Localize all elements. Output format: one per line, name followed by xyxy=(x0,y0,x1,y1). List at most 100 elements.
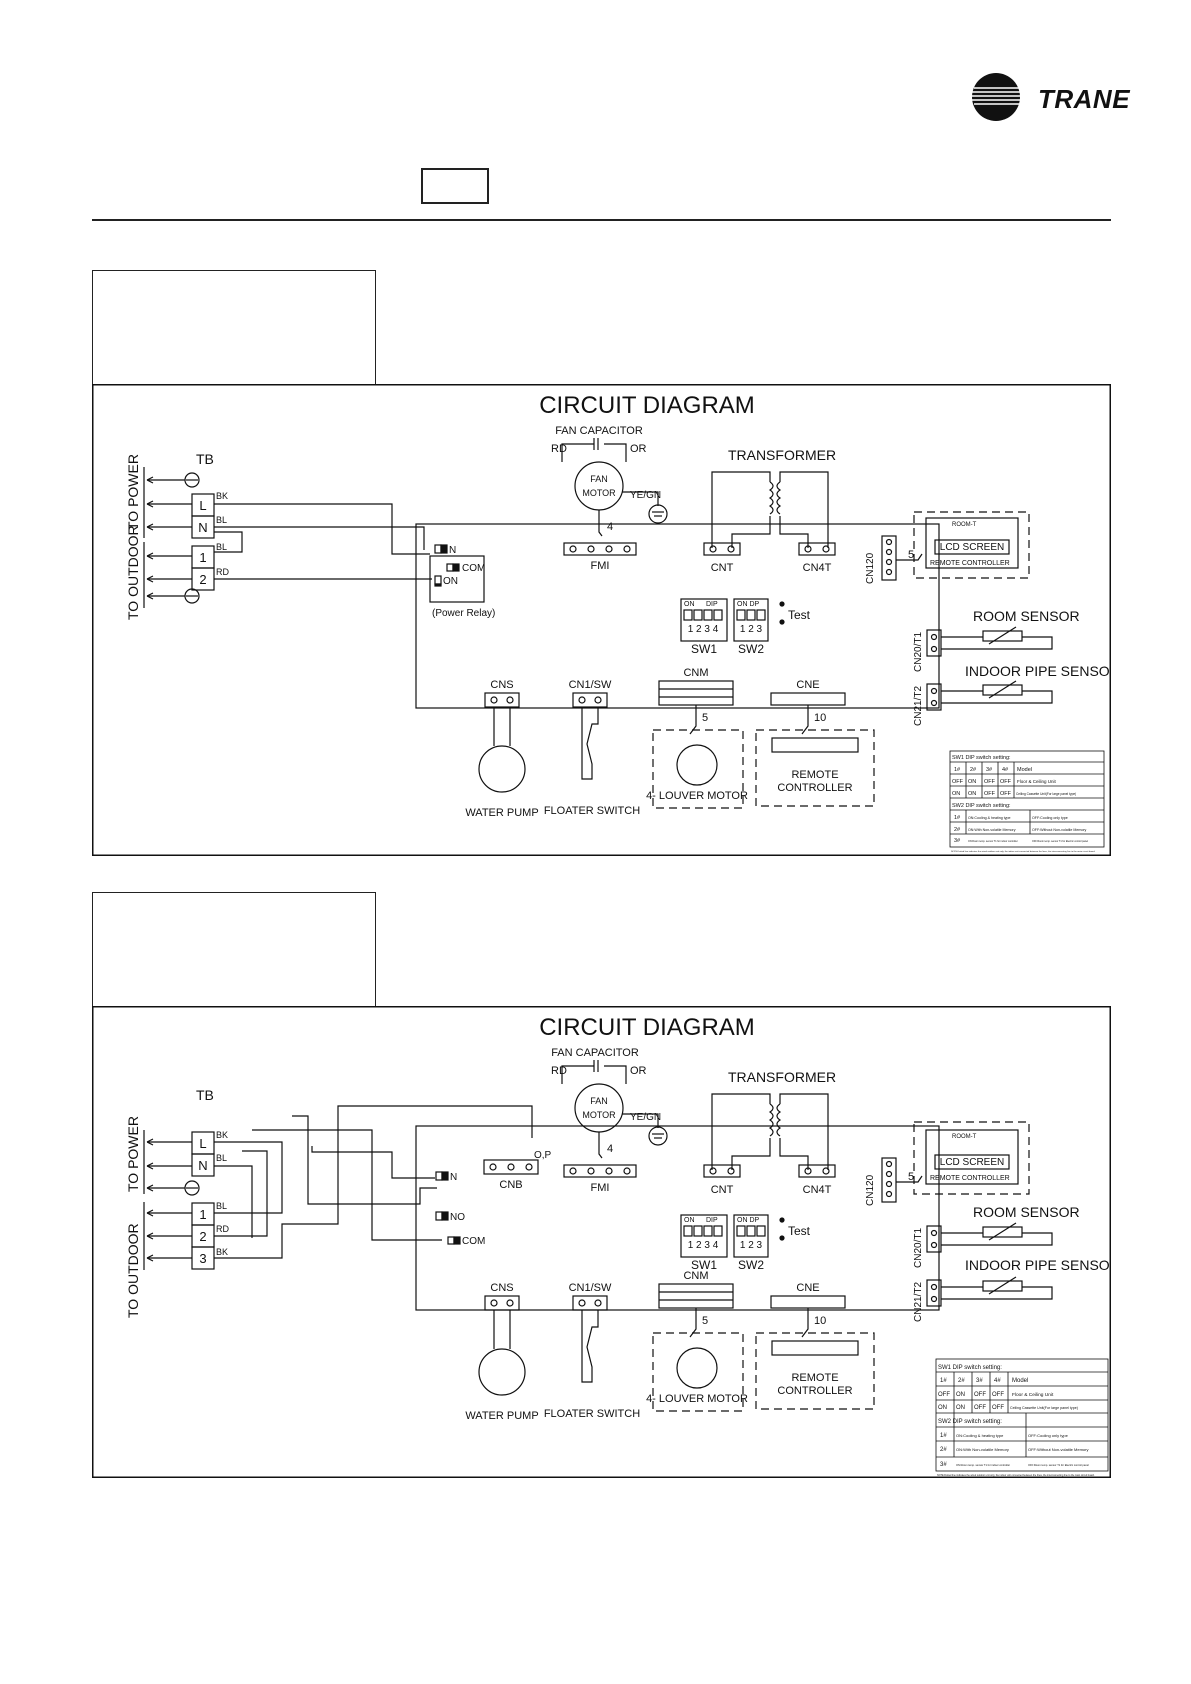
cn120-count: 5 xyxy=(908,1171,914,1183)
ground-wire xyxy=(622,1113,659,1128)
wire-label: BL xyxy=(216,1201,227,1211)
floater-switch-icon xyxy=(581,707,599,780)
test-label: Test xyxy=(788,608,811,622)
transformer-label: TRANSFORMER xyxy=(728,447,836,463)
pipe-sensor-icon xyxy=(982,684,1023,696)
lcd-panel-dashed xyxy=(913,511,1030,579)
cns-connector xyxy=(484,1295,520,1311)
power-relay-label: (Power Relay) xyxy=(432,608,495,619)
indoor-pipe-sensor-label: INDOOR PIPE SENSOR xyxy=(965,1257,1111,1273)
test-label: Test xyxy=(788,1224,811,1238)
table-cell: 1# xyxy=(954,815,961,821)
com-label: COM xyxy=(462,563,485,574)
table-cell: OFF xyxy=(952,779,964,785)
terminal-1: 1 xyxy=(199,1207,206,1222)
ground-icon xyxy=(648,1126,668,1146)
pcb-board xyxy=(415,523,940,709)
wire-bl-jumper xyxy=(214,531,243,553)
table-cell: OFF xyxy=(984,791,996,797)
table-cell: OFF xyxy=(992,1392,1004,1398)
table-cell: OFF xyxy=(984,779,996,785)
table-note: NOTE:Dotted line indicates the wired out… xyxy=(937,1474,1095,1477)
to-outdoor-label: TO OUTDOOR xyxy=(125,1223,141,1318)
water-pump-label: WATER PUMP xyxy=(465,807,538,819)
diagram-frame xyxy=(92,1006,1111,1478)
no-connector-label: NO xyxy=(450,1212,465,1223)
transformer-label: TRANSFORMER xyxy=(728,1069,836,1085)
cn120-label: CN120 xyxy=(865,1174,876,1206)
sw2-label: SW2 xyxy=(738,642,764,656)
transformer-primary-wire xyxy=(711,471,771,548)
terminal-arrows xyxy=(146,1138,192,1262)
cne-label: CNE xyxy=(796,679,819,691)
fmi-connector xyxy=(563,1164,637,1178)
dip-setting-table xyxy=(949,750,1105,848)
capacitor-wire xyxy=(561,443,627,462)
sw1-numbers: 1 2 3 4 xyxy=(688,624,719,635)
wire-rd-label: RD xyxy=(551,443,567,455)
motor-label: MOTOR xyxy=(582,488,616,498)
cne-count: 10 xyxy=(814,712,826,724)
wire-bk xyxy=(214,503,430,555)
yegn-label: YE/GN xyxy=(630,1112,661,1123)
cn1sw-label: CN1/SW xyxy=(569,1282,612,1294)
sw2-dip-switch xyxy=(733,1214,769,1258)
cn20-label: CN20/T1 xyxy=(913,1228,924,1268)
diagram-frame xyxy=(92,384,1111,856)
lcd-panel xyxy=(925,1129,1019,1185)
terminal-l: L xyxy=(199,498,206,513)
sw2-dip-switch xyxy=(733,598,769,642)
op-label: O,P xyxy=(534,1150,552,1161)
fmi-connector xyxy=(563,542,637,556)
table-cell: ON xyxy=(938,1405,947,1411)
sw1-dip-switch xyxy=(680,598,728,642)
table-cell: Model xyxy=(1017,767,1032,773)
cn1sw-connector xyxy=(572,692,608,708)
cn4t-label: CN4T xyxy=(803,562,832,574)
sw1-label: SW1 xyxy=(691,1258,717,1272)
table-cell: ON:Cooling & heating type xyxy=(956,1433,1004,1438)
terminal-l: L xyxy=(199,1136,206,1151)
wire-bk-3 xyxy=(214,1105,533,1259)
table-cell: OFF:Cooling only type xyxy=(1032,816,1068,820)
cn21-connector xyxy=(926,1279,942,1307)
tb-label: TB xyxy=(196,451,214,467)
circuit-diagram-2: CIRCUIT DIAGRAM FAN CAPACITOR RD OR FAN … xyxy=(92,1006,1111,1478)
transformer-coil xyxy=(768,1103,774,1137)
table-cell: 2# xyxy=(940,1447,947,1453)
table-sw2-title: SW2 DIP switch setting: xyxy=(938,1419,1002,1425)
table-cell: OFF xyxy=(992,1405,1004,1411)
table-cell: 4# xyxy=(1002,767,1009,773)
table-cell: Floor & Ceiling Unit xyxy=(1017,779,1057,784)
wire-label: BL xyxy=(216,515,227,525)
table-cell: OFF:Room temp. sensor T1 for Electric co… xyxy=(1032,840,1088,843)
wire-no xyxy=(292,1115,437,1205)
cne-label: CNE xyxy=(796,1282,819,1294)
louver-motor-icon xyxy=(676,1347,718,1389)
table-note: NOTE:Dotted line indicates the wired out… xyxy=(951,850,1096,853)
cns-label: CNS xyxy=(490,679,513,691)
fan-motor-icon xyxy=(574,461,624,511)
table-cell: OFF xyxy=(1000,779,1012,785)
table-cell: OFF xyxy=(938,1392,950,1398)
lcd-screen-label: LCD SCREEN xyxy=(940,542,1004,553)
table-cell: 1# xyxy=(954,767,961,773)
table-cell: 2# xyxy=(970,767,977,773)
cns-connector xyxy=(484,692,520,708)
to-power-label: TO POWER xyxy=(125,1116,141,1192)
model-label-box-2 xyxy=(92,892,376,1006)
page-number-box xyxy=(421,168,489,204)
sw1-on: ON xyxy=(684,1217,695,1224)
cnm-connector xyxy=(658,1283,734,1309)
water-pump-icon xyxy=(478,745,526,793)
trane-logo-icon xyxy=(972,73,1030,121)
terminal-2: 2 xyxy=(199,1229,206,1244)
wire-rd-2 xyxy=(214,1150,268,1237)
cnm-label: CNM xyxy=(683,667,708,679)
sw1-dip: DIP xyxy=(706,1217,718,1224)
table-cell: ON:Cooling & heating type xyxy=(968,816,1011,820)
fan-motor-icon xyxy=(574,1083,624,1133)
cnb-connector xyxy=(483,1159,539,1175)
table-cell: Model xyxy=(1012,1378,1028,1384)
header-rule xyxy=(92,219,1111,221)
